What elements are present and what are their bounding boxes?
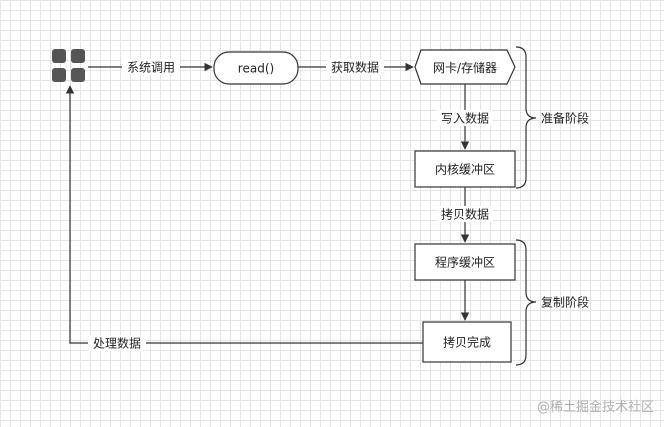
- copy-phase-label: 复制阶段: [541, 295, 589, 310]
- copy-phase-brace: 复制阶段: [515, 239, 589, 366]
- edge-label-copy-data: 拷贝数据: [441, 207, 489, 222]
- edge-process-data: 处理数据: [65, 85, 423, 351]
- prepare-phase-label: 准备阶段: [541, 111, 589, 126]
- edge-syscall: 系统调用: [88, 59, 213, 75]
- prepare-phase-brace: 准备阶段: [515, 46, 589, 189]
- nic-storage-node: 网卡/存储器: [414, 49, 516, 85]
- kernel-buffer-node: 内核缓冲区: [414, 150, 516, 188]
- program-buffer-node-label: 程序缓冲区: [435, 255, 495, 270]
- watermark-text: @稀土掘金技术社区: [537, 399, 654, 415]
- kernel-buffer-node-label: 内核缓冲区: [435, 162, 495, 177]
- copy-done-node: 拷贝完成: [422, 321, 512, 363]
- edge-label-syscall: 系统调用: [127, 61, 175, 75]
- read-node-label: read(): [238, 62, 274, 76]
- nic-storage-node-label: 网卡/存储器: [433, 60, 497, 75]
- edge-label-process-data: 处理数据: [93, 336, 141, 351]
- edge-copy-data: 拷贝数据: [437, 187, 493, 243]
- read-node: read(): [213, 51, 299, 85]
- edge-label-fetch-data: 获取数据: [331, 60, 379, 75]
- edge-fetch-data: 获取数据: [298, 59, 414, 75]
- app-grid-icon: [52, 49, 85, 82]
- program-buffer-node: 程序缓冲区: [414, 243, 516, 281]
- edge-write-data: 写入数据: [437, 84, 493, 150]
- copy-done-node-label: 拷贝完成: [443, 335, 491, 350]
- edge-label-write-data: 写入数据: [441, 111, 489, 126]
